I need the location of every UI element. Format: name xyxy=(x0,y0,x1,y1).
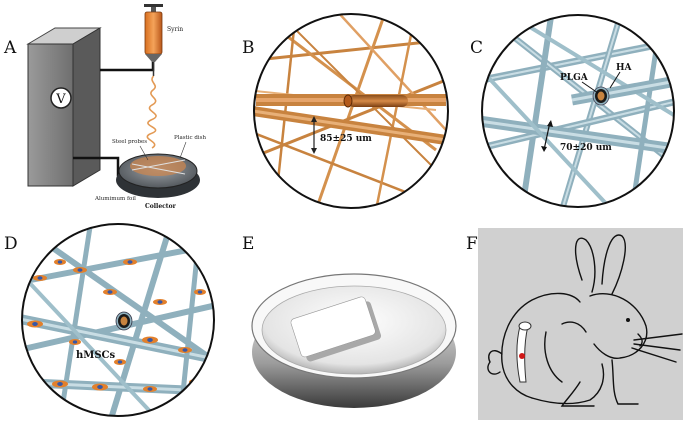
plastic-dish-label: Plastic dish xyxy=(174,135,206,141)
pointer-aluminium-foil xyxy=(125,183,136,195)
collector-label: Collector xyxy=(145,203,177,210)
plga-ha-fiber-circle: PLGA HA 70±20 um xyxy=(481,14,675,208)
scaffold-sheet xyxy=(290,296,382,362)
plga-label: PLGA xyxy=(560,73,589,83)
fiber-cross-section xyxy=(343,94,353,108)
panel-e: E xyxy=(236,222,462,422)
aluminium-foil-label: Alumimum foil xyxy=(94,196,136,202)
electrospinning-setup-diagram: V Syrin Steel probes Plastic dish Alumim… xyxy=(26,4,206,210)
plga-fiber-circle: 85±25 um xyxy=(253,13,449,209)
petri-dish-scaffold xyxy=(251,273,457,408)
hmsc-label: hMSCs xyxy=(76,350,116,361)
syringe-tip xyxy=(145,54,162,62)
pointer-ha xyxy=(609,71,621,89)
hmsc-cells xyxy=(27,259,206,392)
syringe-barrel xyxy=(144,11,163,55)
voltmeter-icon xyxy=(50,87,72,109)
polymer-jet xyxy=(146,75,157,149)
steel-probe-2 xyxy=(131,163,186,175)
panel-c-letter: C xyxy=(470,38,484,58)
steel-probes-label: Steel probes xyxy=(112,139,147,145)
highlighted-fiber xyxy=(348,95,408,107)
rabbit-outline xyxy=(487,234,683,407)
panel-a-letter: A xyxy=(4,38,17,58)
pointer-plga xyxy=(581,81,599,94)
panel-b: B 85±25 um xyxy=(236,0,461,222)
panel-b-letter: B xyxy=(242,38,255,58)
pointer-steel-probes xyxy=(139,145,149,161)
panel-d-letter: D xyxy=(4,234,18,254)
fiber-diameter-label-c: 70±20 um xyxy=(560,143,612,153)
diameter-arrow-c xyxy=(543,121,551,151)
voltage-symbol: V xyxy=(55,92,66,107)
power-supply-side xyxy=(72,27,101,187)
panel-e-letter: E xyxy=(242,234,255,254)
rabbit-eye xyxy=(626,318,630,322)
pointer-plastic-dish xyxy=(179,141,187,159)
ha-label: HA xyxy=(616,63,633,73)
steel-probe-1 xyxy=(131,159,186,171)
panel-f-letter: F xyxy=(466,234,478,254)
power-supply-front xyxy=(27,43,74,187)
panel-d: D xyxy=(0,222,236,422)
panel-f: F xyxy=(462,222,685,422)
fiber-diameter-label: 85±25 um xyxy=(320,134,372,144)
hmsc-seeded-fiber-circle: hMSCs xyxy=(21,223,215,417)
panel-a: A V Syrin xyxy=(0,0,235,220)
wire-to-needle xyxy=(100,58,155,72)
fiber-mat xyxy=(130,156,186,176)
syringe-plunger-cap xyxy=(144,4,163,7)
implant-site-dot xyxy=(519,353,525,359)
syringe-plunger xyxy=(151,4,156,12)
cell-laden-fiber-mesh xyxy=(22,226,214,416)
panel-c: C PLGA HA xyxy=(462,0,685,222)
syringe-label: Syrin xyxy=(167,26,183,33)
rabbit-implant-sketch xyxy=(478,228,683,420)
plga-core xyxy=(597,91,605,101)
